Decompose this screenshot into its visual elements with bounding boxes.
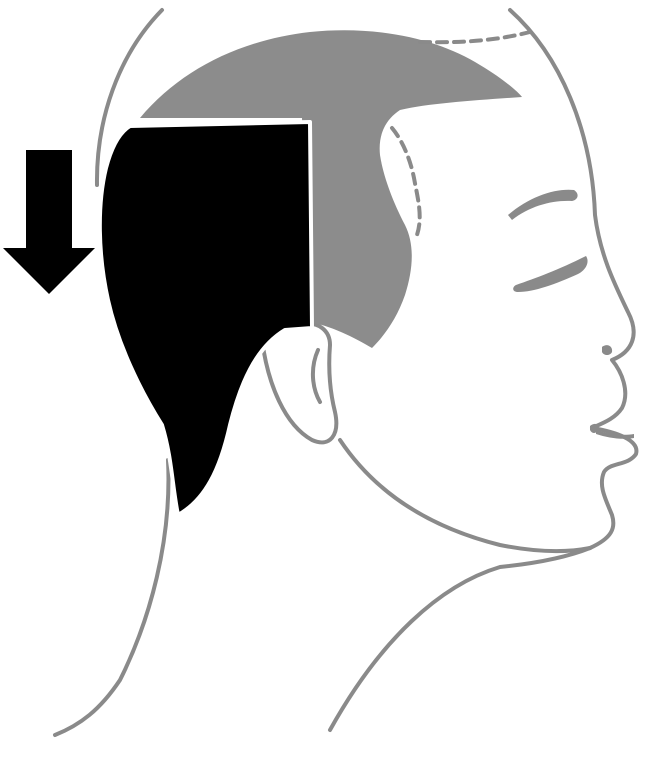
ear-outline: [262, 324, 336, 443]
chin-throat-outline: [330, 548, 590, 730]
arrow-down-icon: [3, 150, 95, 294]
facial-features: [508, 190, 634, 439]
ear-inner-line: [313, 350, 320, 402]
nostril-icon: [602, 345, 612, 355]
top-part-dashed-line: [420, 32, 530, 42]
jaw-outline: [340, 440, 590, 551]
forehead-face-outline: [510, 10, 636, 548]
eye-icon: [513, 256, 587, 292]
eyebrow-icon: [508, 190, 578, 220]
back-hair-section: [100, 122, 312, 515]
neck-back-outline: [55, 460, 168, 735]
